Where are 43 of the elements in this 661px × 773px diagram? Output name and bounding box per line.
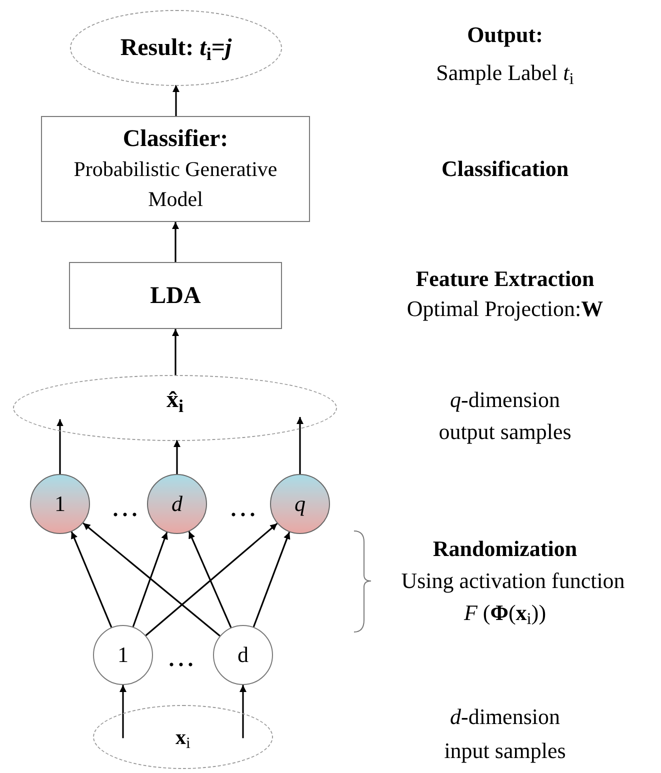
node-text: Classifier: xyxy=(122,125,228,154)
node-text: d xyxy=(172,490,182,518)
section-heading: Randomization xyxy=(432,535,578,563)
arrow xyxy=(296,417,304,474)
node-text: Probabilistic Generative Model xyxy=(72,156,278,213)
node-text: LDA xyxy=(150,282,201,310)
process-box xyxy=(41,116,310,222)
arrow xyxy=(145,522,278,636)
section-heading: Feature Extraction xyxy=(414,265,596,293)
arrow xyxy=(120,685,126,738)
dashed-ellipse xyxy=(70,10,282,86)
node-text: q xyxy=(294,490,306,518)
section-text: q-dimension output samples xyxy=(438,386,572,446)
arrow xyxy=(252,532,290,628)
section-text: Sample Label t$_{i}$ xyxy=(435,59,575,88)
arrow xyxy=(172,85,180,116)
node-text: 1 xyxy=(118,641,128,669)
section-text: d-dimension input samples xyxy=(443,703,567,765)
formula-text: F (Φ(x$_{i}$)) xyxy=(462,599,548,628)
ellipsis-dots: ... xyxy=(168,645,198,673)
arrow xyxy=(240,685,246,738)
node-text: d xyxy=(238,641,248,669)
arrow xyxy=(82,522,220,637)
node-text: x̂$_{i}$ xyxy=(166,386,184,415)
section-text: Using activation function xyxy=(400,567,626,595)
node-text: x$_{i}$ xyxy=(176,724,190,752)
arrow xyxy=(132,532,168,628)
ellipsis-dots: ... xyxy=(230,495,260,523)
dashed-ellipse xyxy=(93,705,273,769)
arrow xyxy=(188,531,232,628)
dashed-ellipse xyxy=(13,375,337,441)
arrow xyxy=(56,419,64,474)
arrow xyxy=(174,440,180,474)
arrow xyxy=(172,222,179,262)
node-text: Result: t$_{i}$=j xyxy=(120,34,232,63)
arrow xyxy=(172,329,179,375)
node-text: 1 xyxy=(54,490,66,518)
section-text: Optimal Projection:W xyxy=(406,295,604,323)
ellipsis-dots: ... xyxy=(112,495,142,523)
section-heading: Output: xyxy=(466,21,544,49)
arrow xyxy=(70,531,112,628)
section-heading: Classification xyxy=(440,155,570,183)
process-box xyxy=(69,262,282,329)
